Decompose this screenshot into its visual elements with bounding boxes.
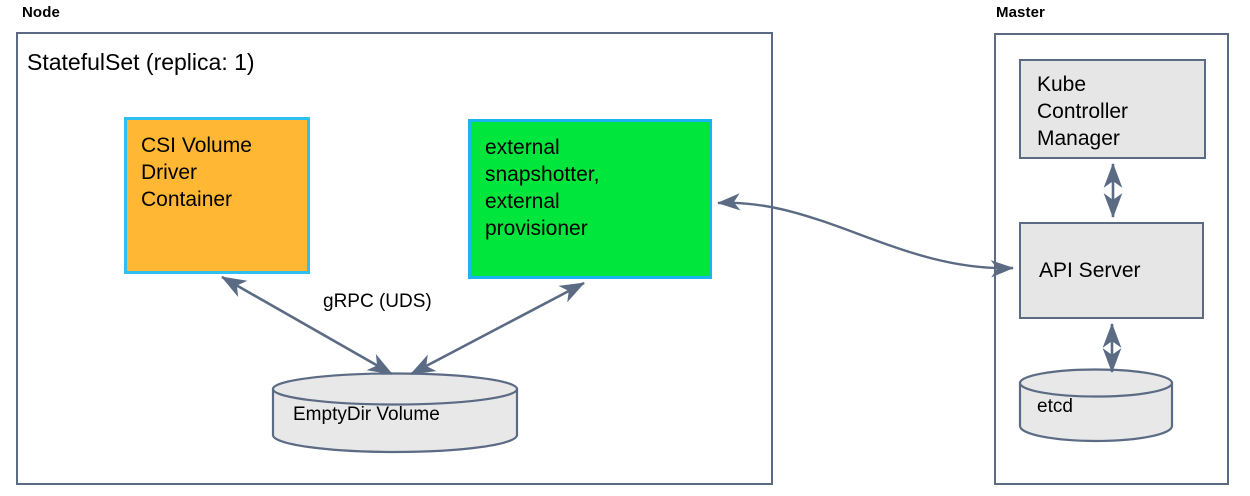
kube-controller-manager-label: Kube Controller Manager bbox=[1037, 73, 1129, 151]
emptydir-volume-label: EmptyDir Volume bbox=[293, 404, 440, 425]
emptydir-volume-cylinder[interactable] bbox=[270, 372, 520, 454]
external-snapshotter-provisioner-box[interactable]: external snapshotter, external provision… bbox=[468, 119, 712, 279]
etcd-shape bbox=[1018, 368, 1174, 443]
api-server-box[interactable]: API Server bbox=[1019, 222, 1204, 319]
grpc-uds-edge-label: gRPC (UDS) bbox=[323, 291, 432, 312]
statefulset-title: StatefulSet (replica: 1) bbox=[27, 49, 255, 75]
api-server-label: API Server bbox=[1039, 258, 1141, 282]
node-group-label: Node bbox=[22, 4, 60, 21]
kube-controller-manager-box[interactable]: Kube Controller Manager bbox=[1019, 59, 1206, 159]
csi-volume-driver-container-box[interactable]: CSI Volume Driver Container bbox=[124, 117, 310, 274]
external-snapshotter-provisioner-label: external snapshotter, external provision… bbox=[485, 136, 600, 241]
etcd-cylinder[interactable] bbox=[1017, 368, 1175, 444]
master-group-label: Master bbox=[996, 4, 1045, 21]
etcd-label: etcd bbox=[1037, 396, 1073, 417]
emptydir-volume-shape bbox=[271, 372, 519, 454]
csi-volume-driver-container-label: CSI Volume Driver Container bbox=[141, 134, 252, 212]
